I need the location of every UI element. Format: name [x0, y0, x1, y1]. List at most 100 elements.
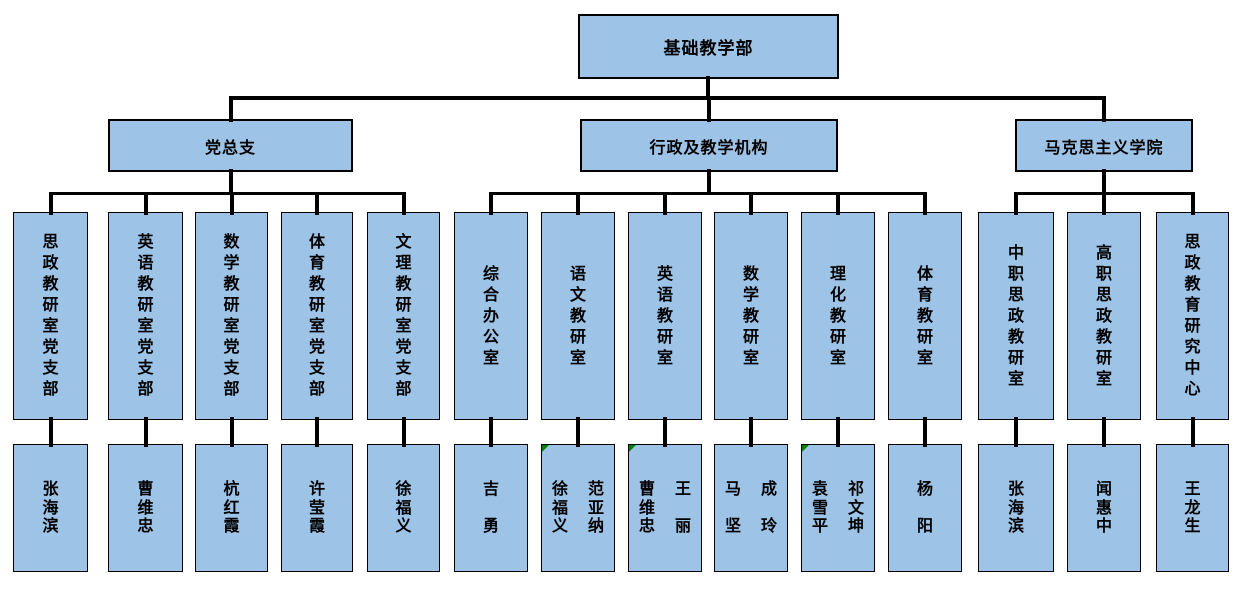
dept-label-vertical: 数学教研室 [742, 265, 759, 367]
person-name-column: 马坚 [724, 481, 741, 535]
dept-box: 体育教研室党支部 [281, 212, 353, 420]
connector-hline [230, 96, 1104, 100]
name-box: 许莹霞 [281, 444, 353, 572]
connector-vline [663, 417, 667, 447]
connector-vline [143, 192, 148, 215]
connector-vline [1102, 417, 1106, 447]
person-name-column: 曹维忠 [137, 481, 154, 535]
connector-vline [923, 417, 927, 447]
person-name-column: 袁雪平 [811, 481, 828, 535]
person-name-column: 张海滨 [1007, 481, 1024, 535]
root-department-label: 基础教学部 [663, 39, 754, 58]
connector-vline [749, 192, 753, 215]
dept-box: 文理教研室党支部 [367, 212, 440, 420]
dept-label-vertical: 理化教研室 [829, 265, 846, 367]
connector-vline [1102, 169, 1106, 195]
name-box: 王龙生 [1156, 444, 1229, 572]
connector-hline [1016, 192, 1193, 195]
dept-label-vertical: 数学教研室党支部 [223, 234, 240, 398]
connector-vline [48, 417, 53, 447]
connector-vline [489, 417, 493, 447]
name-box: 徐福义 [367, 444, 440, 572]
dept-box: 体育教研室 [888, 212, 962, 420]
name-box: 张海滨 [13, 444, 88, 572]
root-department-box: 基础教学部 [578, 14, 839, 79]
name-box: 杨阳 [888, 444, 962, 572]
person-name-column: 范亚纳 [588, 481, 605, 535]
name-box: 张海滨 [978, 444, 1054, 572]
connector-vline [1014, 417, 1018, 447]
connector-vline [1190, 192, 1195, 215]
group-box: 行政及教学机构 [580, 119, 838, 172]
connector-hline [491, 192, 925, 195]
dept-label-vertical: 思政教育研究中心 [1184, 234, 1201, 398]
dept-box: 理化教研室 [801, 212, 875, 420]
person-name-column: 闻惠中 [1095, 481, 1112, 535]
green-corner-indicator-icon [802, 445, 809, 452]
connector-vline [401, 417, 406, 447]
name-box: 吉勇 [454, 444, 528, 572]
name-box: 袁雪平 祁文坤 [801, 444, 875, 572]
dept-box: 高职思政教研室 [1067, 212, 1141, 420]
dept-label-vertical: 英语教研室党支部 [137, 234, 154, 398]
connector-vline [48, 192, 53, 215]
connector-vline [663, 192, 667, 215]
connector-vline [1102, 96, 1106, 122]
dept-label-vertical: 高职思政教研室 [1095, 244, 1112, 388]
dept-label-vertical: 体育教研室 [916, 265, 933, 367]
connector-vline [315, 192, 319, 215]
person-name-column: 许莹霞 [308, 481, 325, 535]
dept-label-vertical: 思政教研室党支部 [42, 234, 59, 398]
connector-vline [1190, 417, 1195, 447]
connector-vline [1014, 192, 1018, 215]
group-box: 党总支 [108, 119, 353, 172]
connector-vline [706, 76, 710, 100]
dept-box: 综合办公室 [454, 212, 528, 420]
dept-label-vertical: 英语教研室 [656, 265, 673, 367]
connector-vline [143, 417, 148, 447]
connector-vline [836, 192, 840, 215]
connector-vline [923, 192, 927, 215]
dept-label-vertical: 综合办公室 [482, 265, 499, 367]
dept-box: 思政教研室党支部 [13, 212, 88, 420]
connector-vline [228, 169, 233, 195]
person-name-column: 祁文坤 [848, 481, 865, 535]
group-label: 党总支 [204, 139, 256, 157]
connector-vline [1102, 192, 1106, 215]
person-name-column: 成玲 [761, 481, 778, 535]
connector-vline [707, 96, 711, 122]
group-label: 马克思主义学院 [1044, 139, 1164, 157]
green-corner-indicator-icon [542, 445, 549, 452]
dept-box: 语文教研室 [541, 212, 615, 420]
connector-vline [576, 192, 580, 215]
connector-vline [707, 169, 711, 195]
connector-vline [228, 96, 233, 122]
connector-vline [229, 192, 234, 215]
dept-box: 思政教育研究中心 [1156, 212, 1229, 420]
connector-vline [489, 192, 493, 215]
dept-box: 英语教研室 [628, 212, 702, 420]
connector-hline [50, 192, 404, 195]
dept-label-vertical: 体育教研室党支部 [308, 234, 325, 398]
person-name-column: 王龙生 [1184, 481, 1201, 535]
dept-box: 数学教研室党支部 [195, 212, 268, 420]
dept-box: 中职思政教研室 [978, 212, 1054, 420]
connector-vline [749, 417, 753, 447]
connector-vline [576, 417, 580, 447]
person-name-column: 吉勇 [482, 481, 499, 535]
connector-vline [229, 417, 234, 447]
person-name-column: 徐福义 [395, 481, 412, 535]
person-name-column: 张海滨 [42, 481, 59, 535]
dept-box: 数学教研室 [714, 212, 788, 420]
person-name-column: 杨阳 [916, 481, 933, 535]
name-box: 曹维忠王丽 [628, 444, 702, 572]
name-box: 闻惠中 [1067, 444, 1141, 572]
person-name-column: 徐福义 [551, 481, 568, 535]
dept-box: 英语教研室党支部 [108, 212, 183, 420]
name-box: 曹维忠 [108, 444, 183, 572]
name-box: 杭红霞 [195, 444, 268, 572]
group-box: 马克思主义学院 [1015, 119, 1193, 172]
dept-label-vertical: 中职思政教研室 [1007, 244, 1024, 388]
dept-label-vertical: 语文教研室 [569, 265, 586, 367]
